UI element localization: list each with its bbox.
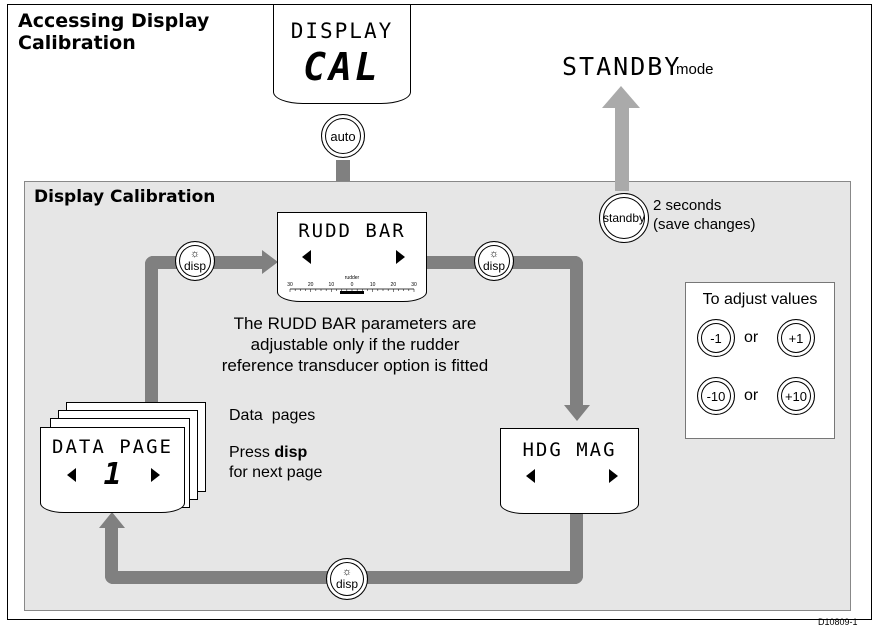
adjust-values-title: To adjust values [702,291,818,308]
loop-to-hdg-arrow-head [564,405,590,421]
left-arrow-icon [526,469,535,483]
standby-note-line2: (save changes) [653,216,756,233]
rudder-tick-label: 0 [351,282,354,288]
rudder-tick-label: 30 [411,282,417,288]
next-page-label: for next page [229,464,323,481]
hdg-mag-screen: HDG MAG [500,428,639,514]
standby-button[interactable]: standby [599,193,649,243]
figure-frame [7,4,872,620]
main-title-line2: Calibration [18,32,136,54]
data-page-instructions: Press disp for next page [229,443,322,483]
minus-10-button[interactable]: -10 [697,377,735,415]
data-page-screen: DATA PAGE 1 [40,427,185,513]
loop-to-rudd-arrow-head [262,250,278,274]
rudd-bar-note-line1: The RUDD BAR parameters are [233,314,477,333]
sun-icon: ☼ [189,248,201,260]
auto-button-label: auto [330,128,356,144]
rudder-tick-label: 30 [287,282,293,288]
rudd-bar-note-line2: adjustable only if the rudder [250,335,460,354]
right-arrow-icon [609,469,618,483]
rudd-bar-note: The RUDD BAR parameters are adjustable o… [195,313,515,376]
display-cal-screen: DISPLAY CAL [273,4,411,104]
press-label: Press [229,444,270,461]
standby-note-line1: 2 seconds [653,197,722,214]
data-page-display: DATA PAGE [52,436,173,458]
loop-bottom-left-vertical [105,525,118,584]
display-cal-line1: DISPLAY [290,19,394,43]
data-page-number: 1 [103,457,122,492]
left-arrow-icon [67,468,76,482]
rudder-tick-label: 10 [329,282,335,288]
rudd-bar-screen: RUDD BAR rudder 30 20 10 0 10 20 30 [277,212,427,302]
standby-mode-label: mode [676,61,714,78]
minus-10-label: -10 [706,388,726,404]
loop-left-vertical [145,256,158,403]
plus-10-label: +10 [784,388,808,404]
loop-bottom-right-vertical [570,510,583,584]
left-arrow-icon [302,250,311,264]
main-title: Accessing Display Calibration [18,10,248,54]
disp-button-right-label: disp [482,259,505,273]
right-arrow-icon [151,468,160,482]
rudd-bar-note-line3: reference transducer option is fitted [221,356,489,375]
loop-right-vertical [570,256,583,406]
adjust-values-box: To adjust values -1 or +1 -10 or +10 [685,282,835,439]
press-key: disp [274,444,308,461]
disp-button-bottom-label: disp [335,577,358,591]
standby-arrow-head [602,86,640,108]
rudder-tick-label: 20 [308,282,314,288]
rudder-tick-label: 10 [370,282,376,288]
display-cal-line2: CAL [303,45,381,89]
standby-button-label: standby [602,211,646,225]
loop-to-data-arrow-head [99,512,125,528]
rudder-scale-ticks: 30 20 10 0 10 20 30 [287,282,417,292]
standby-arrow-shaft [615,107,629,191]
hdg-mag-display: HDG MAG [522,439,617,461]
or-label: or [744,387,759,404]
sun-icon: ☼ [488,248,500,260]
disp-button-left-label: disp [183,259,206,273]
standby-display: STANDBY [562,52,682,81]
rudder-tick-label: 20 [391,282,397,288]
disp-button-right[interactable]: ☼ disp [474,241,514,281]
disp-button-left[interactable]: ☼ disp [175,241,215,281]
rudder-scale-label: rudder [345,275,360,281]
rudd-bar-display: RUDD BAR [298,220,406,242]
panel-title: Display Calibration [34,187,216,207]
rudder-scale: rudder 30 20 10 0 10 20 30 [287,275,417,294]
plus-10-button[interactable]: +10 [777,377,815,415]
right-arrow-icon [396,250,405,264]
auto-to-panel-arrow-shaft [336,160,350,186]
auto-button[interactable]: auto [321,114,365,158]
minus-1-label: -1 [710,330,722,346]
sun-icon: ☼ [341,566,353,578]
standby-note: 2 seconds (save changes) [653,196,756,234]
data-pages-label: Data pages [229,407,316,424]
disp-button-bottom[interactable]: ☼ disp [326,558,368,600]
plus-1-button[interactable]: +1 [777,319,815,357]
figure-id: D10809-1 [818,617,858,627]
plus-1-label: +1 [788,330,804,346]
or-label: or [744,329,759,346]
main-title-line1: Accessing Display [18,10,210,32]
minus-1-button[interactable]: -1 [697,319,735,357]
